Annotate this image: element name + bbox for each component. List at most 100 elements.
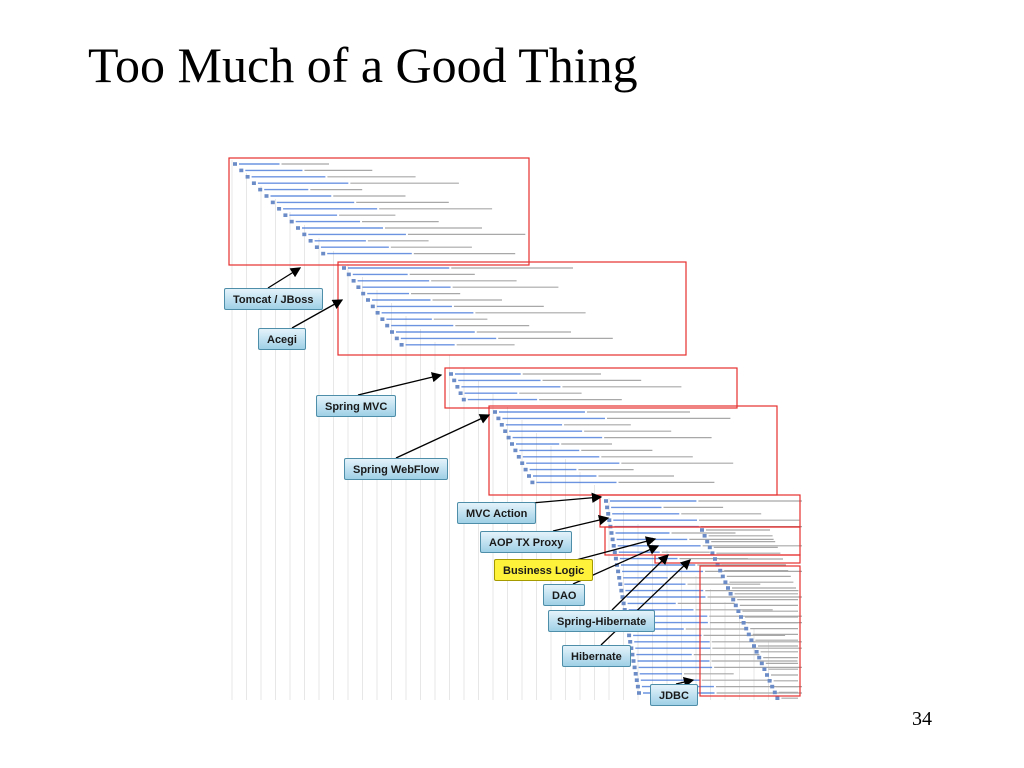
class-icon [775,696,780,700]
class-icon [233,162,237,166]
class-icon [616,569,621,574]
class-icon [612,550,617,554]
layer-outline-box [444,367,738,409]
class-icon [342,266,346,270]
class-icon [314,245,319,249]
class-icon [390,330,394,334]
class-icon [759,661,764,666]
class-icon [752,644,756,648]
class-icon [637,691,641,695]
class-icon [366,298,370,302]
class-icon [604,499,608,503]
layer-outline-box [228,157,530,266]
class-icon [499,423,504,427]
class-icon [385,323,390,328]
class-icon [620,595,625,599]
class-icon [394,336,399,341]
class-icon [361,291,366,296]
class-icon [619,588,624,593]
trace-lines [231,160,802,700]
class-icon [723,580,728,584]
class-icon [733,603,738,608]
class-icon [713,557,717,561]
class-icon [506,435,511,440]
class-icon [461,397,466,402]
class-icon [715,563,720,567]
class-icon [302,232,307,237]
class-icon [749,638,754,642]
class-icon [308,239,313,243]
layer-arrow [267,267,302,289]
class-icon [346,272,351,277]
class-icon [245,175,250,179]
layer-arrow [395,414,491,459]
layer-arrow [552,515,610,532]
class-icon [618,582,623,586]
layer-label-spring-mvc: Spring MVC [316,395,397,417]
class-icon [754,650,759,654]
class-icon [710,551,715,555]
class-icon [705,539,710,544]
class-icon [606,512,611,516]
class-icon [757,655,762,660]
class-icon [707,545,712,550]
class-icon [321,251,326,256]
class-icon [739,615,743,619]
class-icon [702,534,707,538]
layer-label-acegi: Acegi [258,328,306,350]
class-icon [605,505,610,510]
class-icon [496,416,501,421]
class-icon [513,448,518,453]
class-icon [628,640,633,644]
class-icon [370,304,375,309]
class-icon [493,410,497,414]
class-icon [631,659,636,663]
class-icon [510,442,514,446]
class-icon [239,168,244,173]
class-icon [736,609,741,613]
class-icon [613,556,618,561]
class-icon [720,574,725,579]
class-icon [296,226,300,230]
layer-label-dao: DAO [543,584,586,606]
class-icon [351,279,356,283]
class-icon [611,544,616,548]
class-icon [622,608,627,612]
class-icon [610,537,615,542]
layer-label-spring-webflow: Spring WebFlow [344,458,448,480]
class-icon [770,684,775,689]
class-icon [744,626,749,631]
layer-outline-box [337,261,687,356]
layer-label-aop-tx-proxy: AOP TX Proxy [480,531,573,553]
class-icon [746,632,751,637]
layer-outline-box [599,494,801,528]
class-icon [520,461,525,465]
class-icon [283,213,288,217]
layer-label-hibernate: Hibernate [562,645,631,667]
class-icon [289,219,294,224]
class-icon [741,621,746,625]
class-icon [523,467,528,472]
class-icon [629,646,634,650]
layer-arrow [611,554,669,611]
page-number: 34 [912,708,932,730]
class-icon [630,652,635,657]
class-icon [516,455,521,459]
layer-arrow [575,536,657,561]
layer-boxes [228,157,801,697]
layer-label-spring-hibernate: Spring-Hibernate [548,610,656,632]
class-icon [452,378,457,383]
layer-arrow [675,677,695,688]
class-icon [609,531,614,535]
class-icon [270,200,275,205]
class-icon [728,592,733,596]
class-icon [617,576,622,580]
layer-outline-box [654,554,801,564]
class-icon [399,343,404,347]
class-icon [503,429,508,433]
class-icon [635,684,640,689]
layer-outline-box [699,565,801,697]
class-icon [527,474,531,478]
class-icon [731,597,736,602]
layer-label-tomcat-jboss: Tomcat / JBoss [224,288,323,310]
